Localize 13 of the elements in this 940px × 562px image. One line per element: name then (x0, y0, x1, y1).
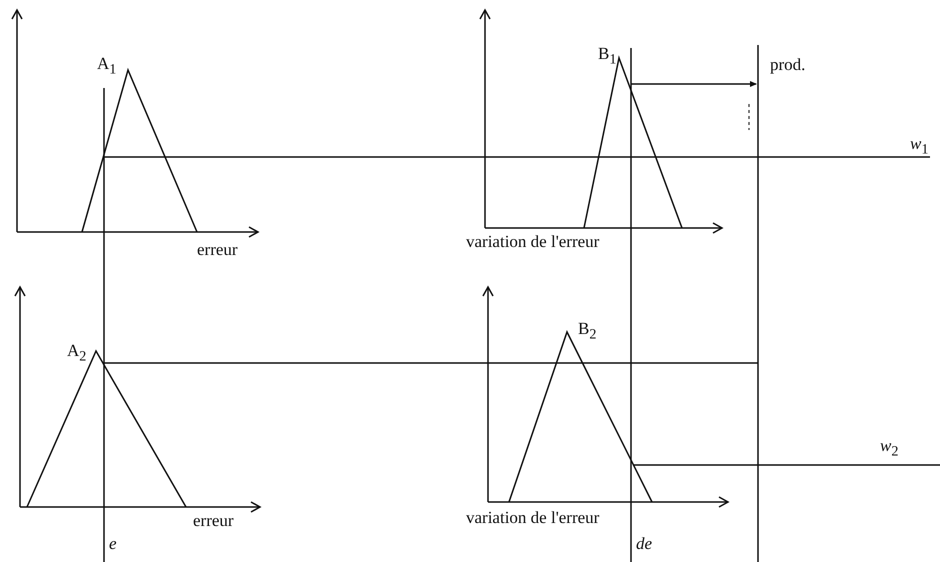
set-label: B$_{2}$ (578, 319, 596, 344)
variable-label: de (636, 534, 652, 554)
set-label: B$_{1}$ (598, 44, 616, 70)
axis-label: erreur (197, 240, 238, 260)
operation-label: prod. (770, 55, 806, 75)
axis-label: variation de l'erreur (466, 232, 600, 252)
variable-label: e (109, 534, 117, 554)
set-label: A$_{1}$ (97, 54, 116, 80)
axis-label: variation de l'erreur (466, 508, 600, 528)
weight-label: w$_{1}$ (910, 134, 928, 160)
set-label: A$_{2}$ (67, 341, 86, 366)
weight-label: w$_{2}$ (880, 436, 898, 462)
axis-label: erreur (193, 511, 234, 531)
